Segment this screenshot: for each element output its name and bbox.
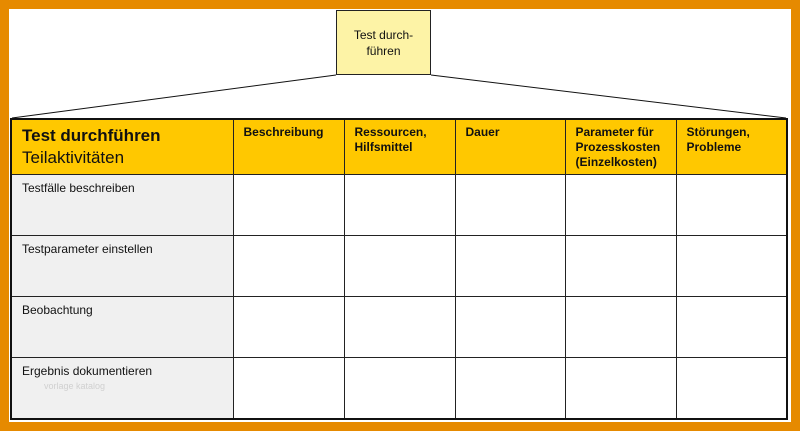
- table-cell: [343, 295, 456, 359]
- table-cell: [343, 234, 456, 298]
- column-header-beschreibung: Beschreibung: [232, 118, 345, 175]
- table-row: Ergebnis dokumentieren vorlage katalog: [10, 357, 788, 420]
- table-row: Testparameter einstellen: [10, 234, 788, 298]
- table-cell: [675, 234, 788, 298]
- table-cell: [232, 295, 345, 359]
- column-header-ressourcen: Ressourcen, Hilfsmittel: [343, 118, 456, 175]
- table-cell: [454, 357, 566, 420]
- table-cell: [564, 234, 677, 298]
- watermark-text: vorlage katalog: [44, 381, 106, 392]
- table-subtitle: Teilaktivitäten: [22, 148, 125, 167]
- table-cell: [564, 357, 677, 420]
- table-cell: [564, 295, 677, 359]
- column-header-dauer: Dauer: [454, 118, 566, 175]
- row-label: Beobachtung: [10, 295, 234, 359]
- process-step-box: Test durch- führen: [336, 10, 431, 75]
- column-header-stoerungen: Störungen, Probleme: [675, 118, 788, 175]
- table-cell: [454, 234, 566, 298]
- table-row: Beobachtung: [10, 295, 788, 359]
- row-label: Testparameter einstellen: [10, 234, 234, 298]
- row-label: Ergebnis dokumentieren: [22, 364, 153, 379]
- table-cell: [232, 173, 345, 236]
- table-cell: [343, 357, 456, 420]
- table-cell: [232, 357, 345, 420]
- table-title: Test durchführen: [22, 126, 161, 145]
- table-cell: [675, 173, 788, 236]
- row-label: Testfälle beschreiben: [10, 173, 234, 236]
- table-cell: [675, 295, 788, 359]
- header-title-cell: Test durchführen Teilaktivitäten: [10, 118, 234, 175]
- column-header-parameter: Parameter für Prozesskosten (Einzelkoste…: [564, 118, 677, 175]
- table-cell: [454, 295, 566, 359]
- table-cell: [454, 173, 566, 236]
- table-cell: [675, 357, 788, 420]
- activity-table: Test durchführen Teilaktivitäten Beschre…: [10, 118, 788, 420]
- row-label-with-watermark: Ergebnis dokumentieren vorlage katalog: [10, 357, 234, 420]
- table-header-row: Test durchführen Teilaktivitäten Beschre…: [10, 118, 788, 175]
- table-cell: [343, 173, 456, 236]
- table-cell: [232, 234, 345, 298]
- table-cell: [564, 173, 677, 236]
- table-row: Testfälle beschreiben: [10, 173, 788, 236]
